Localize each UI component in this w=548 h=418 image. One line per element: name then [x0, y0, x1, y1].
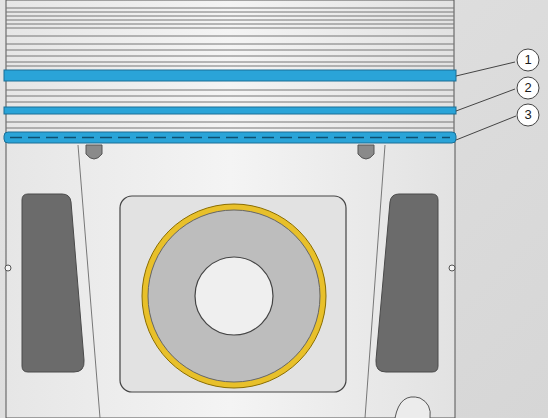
- pin-bushing: [142, 204, 326, 388]
- ring-expander: [10, 137, 450, 139]
- land-line: [6, 122, 454, 123]
- callout-number: 2: [517, 77, 539, 99]
- side-window: [376, 194, 438, 372]
- skirt-edge: [365, 145, 385, 418]
- side-window: [22, 194, 84, 372]
- callout-circle: [517, 77, 539, 99]
- land-line: [6, 56, 454, 57]
- land-line: [6, 102, 454, 103]
- land-line: [6, 96, 454, 97]
- land-line: [6, 8, 454, 9]
- land-line: [6, 44, 454, 45]
- land-line: [6, 66, 454, 67]
- oil-hole: [86, 145, 102, 159]
- land-line: [6, 36, 454, 37]
- skirt-edge: [78, 145, 100, 418]
- piston-pin: [148, 210, 320, 382]
- leader-line: [456, 89, 515, 111]
- pin-boss: [120, 196, 346, 392]
- pin-bore: [195, 257, 273, 335]
- oil-hole: [358, 145, 374, 159]
- leader-line: [456, 62, 515, 76]
- land-line: [6, 20, 454, 21]
- leader-line: [456, 116, 516, 140]
- land-line: [6, 12, 454, 13]
- notch: [449, 265, 455, 271]
- callout-number: 3: [517, 104, 539, 126]
- notch: [5, 265, 11, 271]
- skirt-cutout: [395, 397, 430, 418]
- land-line: [6, 50, 454, 51]
- land-line: [6, 128, 454, 129]
- land-line: [6, 16, 454, 17]
- callout-circle: [517, 49, 539, 71]
- land-line: [6, 28, 454, 29]
- piston-skirt: [6, 142, 455, 418]
- piston-ring: [4, 107, 456, 114]
- oil-control-ring: [4, 132, 456, 143]
- callout-circle: [517, 104, 539, 126]
- land-line: [6, 90, 454, 91]
- piston-ring: [4, 70, 456, 81]
- callout-number: 1: [517, 49, 539, 71]
- land-line: [6, 62, 454, 63]
- land-line: [6, 24, 454, 25]
